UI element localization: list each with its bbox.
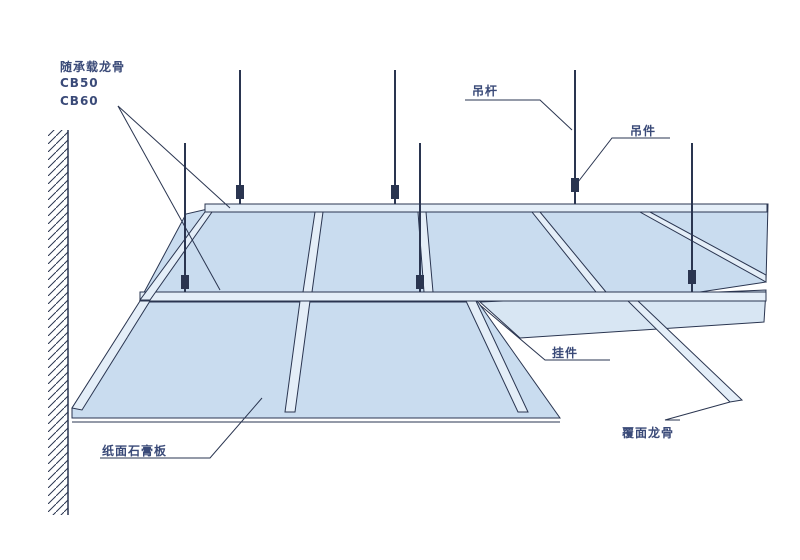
label-cb60: CB60 — [60, 94, 99, 108]
wall — [48, 130, 69, 515]
label-cb50: CB50 — [60, 76, 99, 90]
label-hanger: 吊件 — [630, 124, 657, 138]
upper-board-plane — [139, 203, 769, 301]
label-connector: 挂件 — [552, 346, 579, 360]
leader-lines — [100, 99, 731, 459]
label-hanger-rod: 吊杆 — [472, 84, 499, 98]
label-cover-keel: 覆面龙骨 — [622, 426, 675, 440]
cover-keels — [71, 211, 767, 413]
gypsum-board-plane — [71, 301, 561, 419]
label-gypsum-board: 纸面石膏板 — [102, 444, 168, 458]
hangers — [181, 178, 696, 289]
label-main-keel: 随承载龙骨 — [60, 60, 126, 74]
main-keels — [139, 203, 768, 302]
